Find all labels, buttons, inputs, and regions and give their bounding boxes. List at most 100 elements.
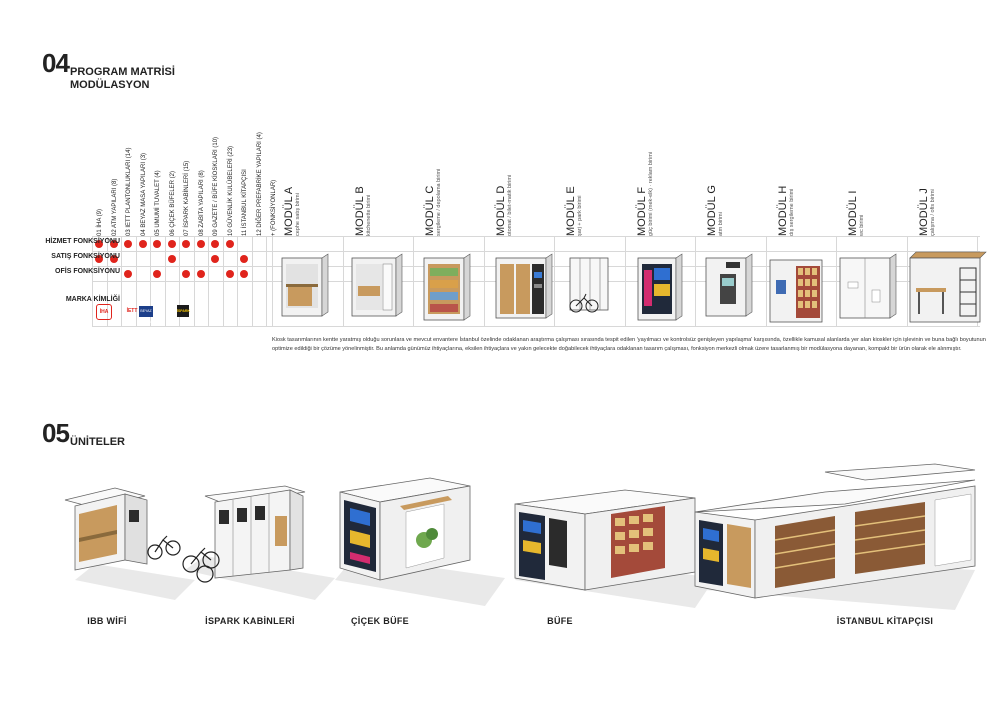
grid-module-vline [836,236,837,326]
grid-vline [237,236,238,326]
module-subtitle: sergileme / depolama birimi [436,168,442,236]
category-label: 06 ÇİÇEK BÜFELER (2) [169,170,176,236]
matrix-dot-ofis [240,270,249,278]
category-label: 01 İHA (9) [97,208,103,236]
module-subtitle: wc birimi [859,214,865,236]
module-subtitle: kitchenette birimi [365,194,372,236]
description-paragraph: Kiosk tasarımlarının kentte yaratmış old… [272,337,986,352]
matrix-dot-satis [211,255,220,263]
matrix-dot-hizmet [225,240,234,248]
grid-vline [208,236,209,326]
module-name: MODÜL F [635,186,648,236]
module-name: MODÜL D [494,185,507,236]
module-subtitle: atm birimi [718,212,724,236]
section-05-title: ÜNİTELER [70,436,125,448]
module-g-illustration [705,253,753,317]
module-name: MODÜL I [847,190,859,236]
grid-vline [193,236,195,326]
matrix-dot-hizmet [95,240,104,248]
grid-hline [92,251,980,252]
iett-logo: İETT [126,308,138,314]
category-label: 08 ZABITA YAPILARI (8) [198,170,205,236]
matrix-dot-hizmet [167,240,176,248]
iha-logo: İHA [96,304,112,320]
matrix-dot-satis [240,255,249,263]
unit-ibb-wifi-illustration [64,487,181,571]
matrix-dot-satis [95,255,104,263]
matrix-dot-hizmet [153,240,162,248]
module-subtitle: şarj + park birimi [577,195,583,237]
unit-cicek-bufe-illustration [339,477,471,581]
row-label-satis: SATIŞ FONKSİYONU [51,253,120,260]
category-label: 04 BEYAZ MASA YAPILARI (3) [140,152,147,236]
matrix-dot-hizmet [124,240,133,248]
matrix-dot-ofis [182,270,191,278]
row-label-ofis: OFİS FONKSİYONU [55,268,120,275]
module-name: MODÜL E [565,186,577,236]
grid-module-vline [624,236,626,326]
category-label: 03 IETT PLANTONLUKLARI (14) [126,147,132,236]
unit-ispark-illustration [182,485,306,583]
matrix-dot-satis [167,255,176,263]
grid-hline [92,326,980,327]
matrix-dot-ofis [124,270,133,278]
module-name: MODÜL B [353,186,366,236]
matrix-dot-hizmet [138,240,147,248]
grid-vline [150,236,151,326]
module-name: MODÜL A [283,186,295,236]
matrix-dot-ofis [153,270,162,278]
module-c-illustration [423,253,471,321]
module-illustrations [281,251,987,323]
module-b-illustration [351,253,403,317]
matrix-dot-hizmet [109,240,118,248]
unit-illustrations [64,463,976,610]
category-label: 02 ATM YAPILARI (8) [111,178,118,236]
grid-vline [92,236,93,326]
module-subtitle: dış sergileme birimi [788,188,795,236]
module-name: MODÜL C [424,185,436,236]
module-subtitle: cephe satış birimi [295,193,301,236]
grid-module-vline [483,236,485,326]
row-label-marka: MARKA KİMLİĞİ [65,296,120,303]
module-name: MODÜL G [706,185,718,236]
grid-vline [164,236,166,326]
unit-bufe-illustration [514,489,696,591]
module-j-illustration [909,251,987,323]
category-label: 05 UMUMİ TUVALET (4) [155,170,161,236]
grid-module-vline [342,236,344,326]
matrix-dot-ofis [196,270,205,278]
section-04-title: PROGRAM MATRİSİ MODÜLASYON [70,66,175,92]
section-04-number: 04 [42,48,70,78]
grid-module-vline [272,236,273,326]
matrix-dot-hizmet [182,240,191,248]
grid-module-vline [695,236,696,326]
category-label: 12 DİĞER PREFABRİKE YAPILARI (4) [256,132,263,236]
grid-vline [251,236,253,326]
grid-hline [92,236,980,237]
section-04-title-line2: MODÜLASYON [70,79,150,91]
beyaz-masa-logo: BEYAZ MASA [139,306,153,324]
module-e-illustration [569,257,609,313]
grid-vline [179,236,180,326]
category-label: 10 GÜVENLİK KULÜBELERİ (23) [227,145,234,236]
module-subtitle: güç birimi (mek-elk) · reklam birimi [647,151,654,236]
section-04-title-line1: PROGRAM MATRİSİ [70,66,175,78]
unit-istanbul-kitapcisi-illustration [694,463,976,599]
unit-label-ibb-wifi: IBB WİFİ [87,616,127,626]
module-name: MODÜL H [776,185,789,236]
category-label: 07 İSPARK KABİNLERİ (15) [184,160,190,236]
grid-vline [135,236,137,326]
matrix-dot-satis [109,255,118,263]
grid-module-vline [413,236,414,326]
row-label-hizmet: HİZMET FONKSİYONU [45,238,120,245]
